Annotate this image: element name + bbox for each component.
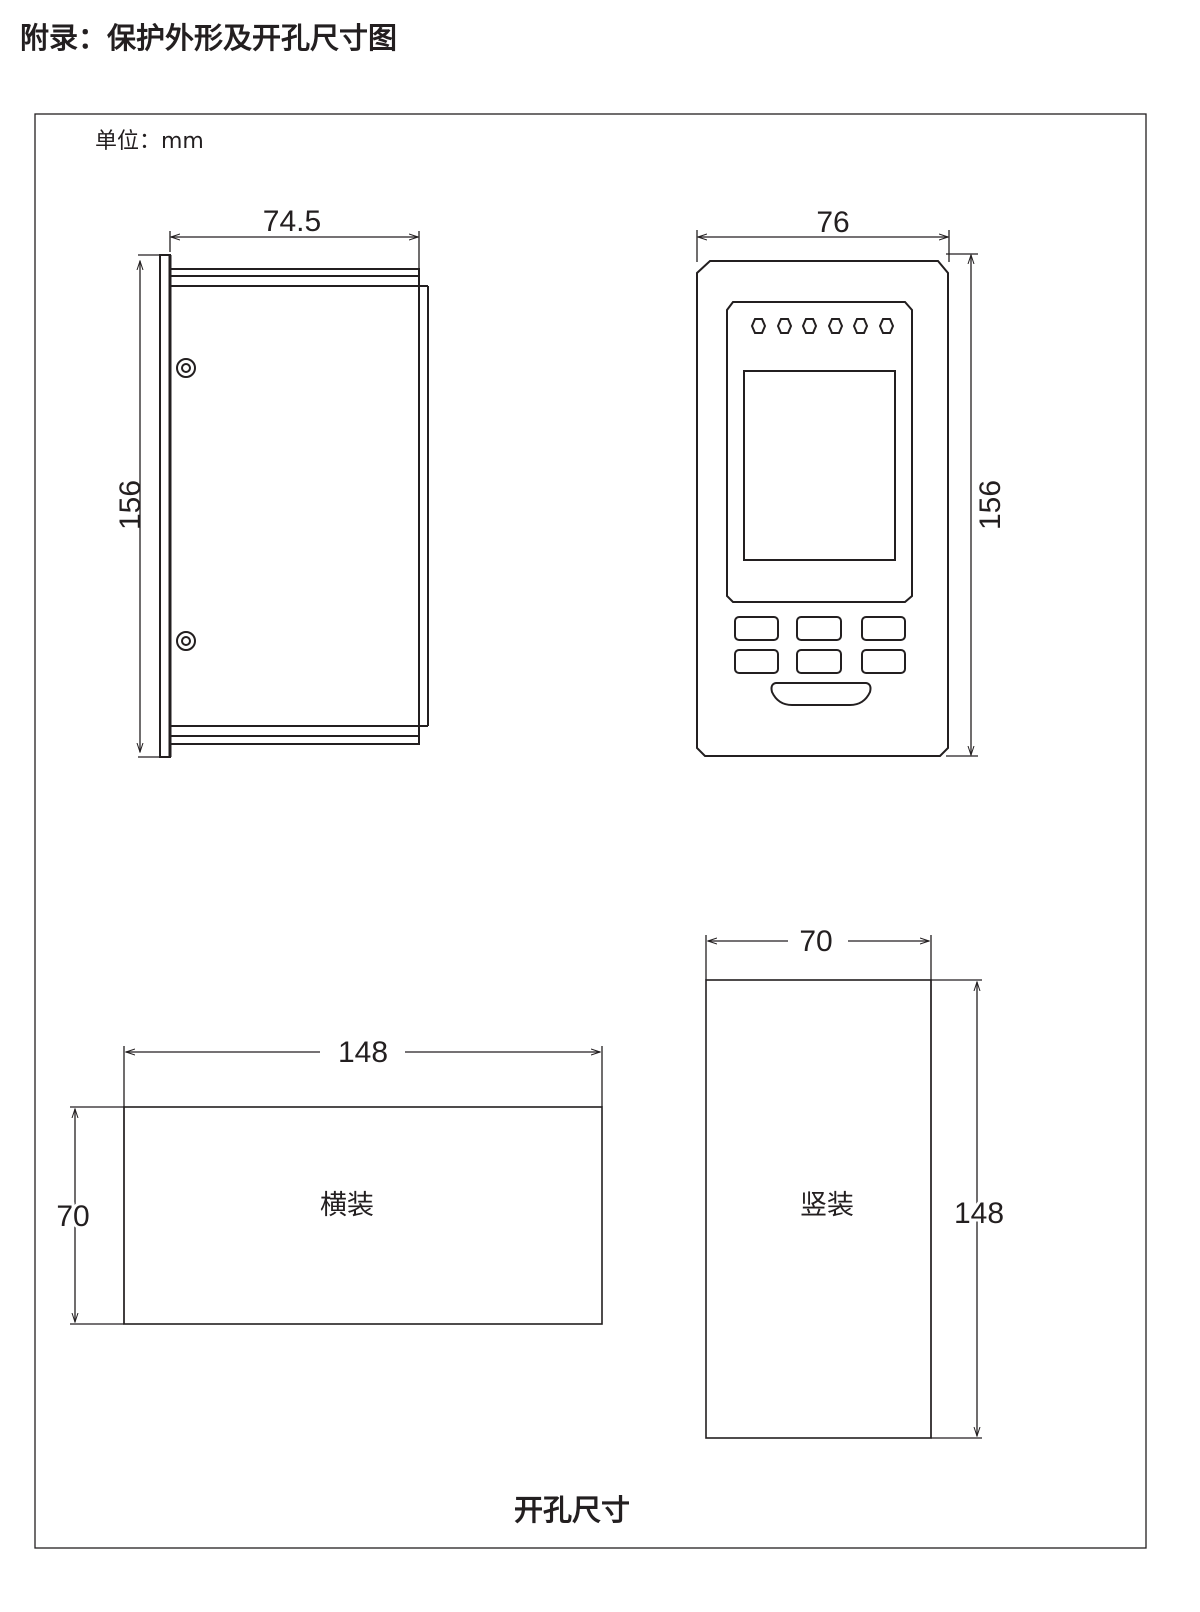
page-title: 附录：保护外形及开孔尺寸图 bbox=[20, 21, 397, 55]
keypad-buttons bbox=[734, 616, 906, 674]
cutout-horizontal: 148 70 横装 bbox=[53, 1036, 603, 1325]
front-height-dim: 156 bbox=[974, 480, 1007, 530]
side-view: 74.5 156 bbox=[114, 205, 429, 758]
display-screen bbox=[743, 370, 896, 561]
indicator-leds bbox=[750, 318, 895, 334]
cutout-v-height-dim: 148 bbox=[954, 1197, 1004, 1230]
side-height-dim: 156 bbox=[114, 480, 147, 530]
screw-icon bbox=[176, 631, 196, 651]
cutout-h-height-dim: 70 bbox=[56, 1200, 89, 1233]
side-width-dim: 74.5 bbox=[263, 205, 321, 238]
cutout-h-label: 横装 bbox=[320, 1190, 374, 1221]
unit-label: 单位：mm bbox=[95, 129, 204, 154]
bottom-button bbox=[770, 682, 872, 706]
cutout-v-width-dim: 70 bbox=[799, 925, 832, 958]
front-view: 76 156 bbox=[696, 206, 1007, 757]
screw-icon bbox=[176, 358, 196, 378]
front-width-dim: 76 bbox=[816, 206, 849, 239]
cutout-caption: 开孔尺寸 bbox=[514, 1493, 630, 1527]
cutout-vertical: 70 148 竖装 bbox=[705, 925, 1007, 1439]
cutout-v-label: 竖装 bbox=[800, 1190, 854, 1221]
cutout-h-width-dim: 148 bbox=[338, 1036, 388, 1069]
drawing-frame bbox=[34, 113, 1147, 1549]
